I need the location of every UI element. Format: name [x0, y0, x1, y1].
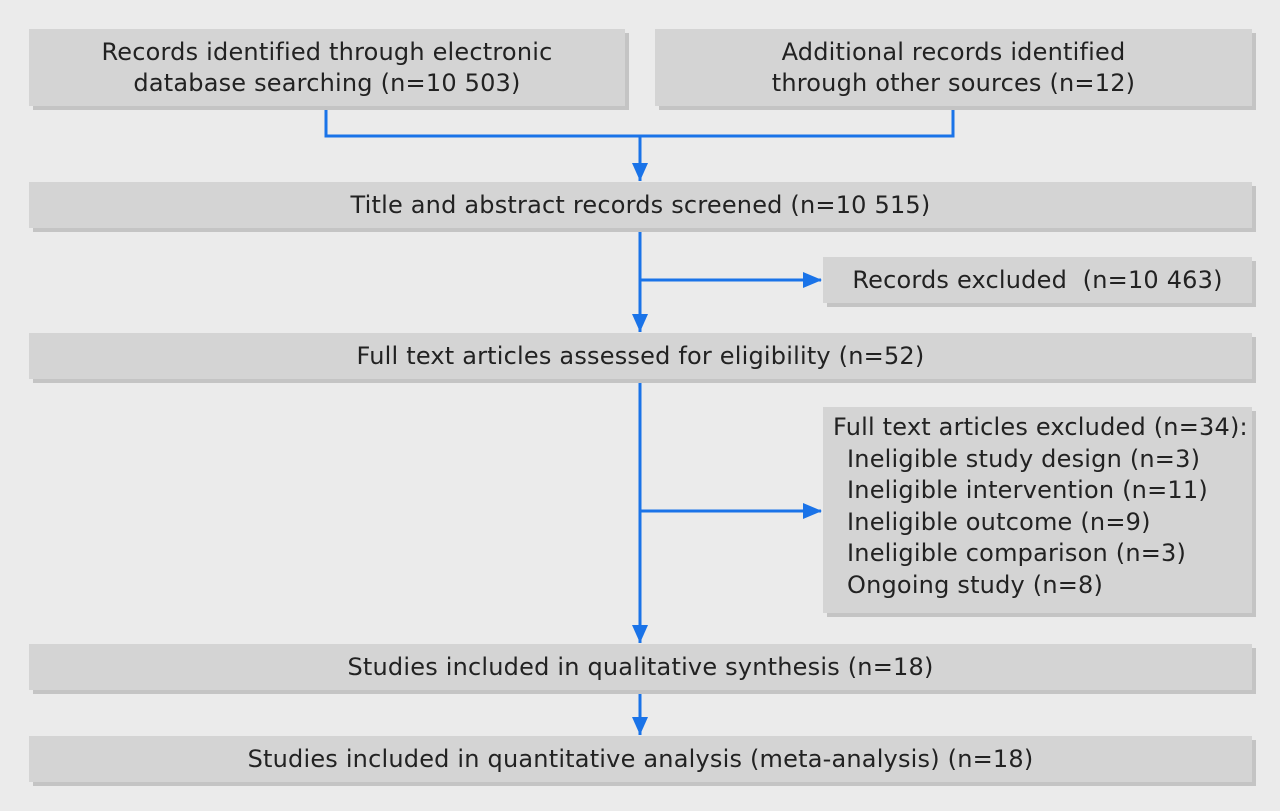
- exclusion-reason: Ineligible outcome (n=9): [847, 507, 1151, 536]
- arrowhead-quantitative: [632, 717, 648, 735]
- identified-other-sources-box: Additional records identified through ot…: [655, 29, 1252, 106]
- identified-database-box: Records identified through electronic da…: [29, 29, 625, 106]
- identified-database-line2: database searching (n=10 503): [133, 68, 521, 97]
- full-text-excluded-box: Full text articles excluded (n=34): Inel…: [823, 407, 1252, 613]
- arrowhead-qualitative: [632, 625, 648, 643]
- full-text-excluded-heading: Full text articles excluded (n=34):: [833, 413, 1248, 441]
- records-excluded-box: Records excluded (n=10 463): [823, 257, 1252, 303]
- merge-connector: [324, 106, 955, 138]
- exclusion-reason: Ineligible intervention (n=11): [847, 476, 1208, 504]
- exclusion-reason: Ineligible comparison (n=3): [847, 539, 1187, 567]
- quantitative-analysis-label: Studies included in quantitative analysi…: [247, 744, 1034, 773]
- qualitative-synthesis-label: Studies included in qualitative synthesi…: [347, 652, 934, 681]
- full-text-assessed-label: Full text articles assessed for eligibil…: [356, 341, 925, 370]
- full-text-assessed-box: Full text articles assessed for eligibil…: [29, 333, 1252, 379]
- quantitative-analysis-box: Studies included in quantitative analysi…: [29, 736, 1252, 782]
- arrowhead-full-text-excluded: [803, 503, 822, 519]
- exclusion-reason: Ineligible study design (n=3): [847, 444, 1201, 473]
- identified-other-line1: Additional records identified: [781, 37, 1126, 66]
- arrowhead-records-excluded: [803, 272, 822, 288]
- screened-box: Title and abstract records screened (n=1…: [29, 182, 1252, 228]
- identified-database-line1: Records identified through electronic: [101, 37, 553, 66]
- qualitative-synthesis-box: Studies included in qualitative synthesi…: [29, 644, 1252, 690]
- arrowhead-screened: [632, 163, 648, 181]
- exclusion-reason: Ongoing study (n=8): [847, 570, 1104, 599]
- records-excluded-label: Records excluded (n=10 463): [852, 265, 1223, 294]
- screened-label: Title and abstract records screened (n=1…: [350, 190, 931, 219]
- identified-other-line2: through other sources (n=12): [771, 68, 1136, 97]
- arrowhead-full-text: [632, 314, 648, 332]
